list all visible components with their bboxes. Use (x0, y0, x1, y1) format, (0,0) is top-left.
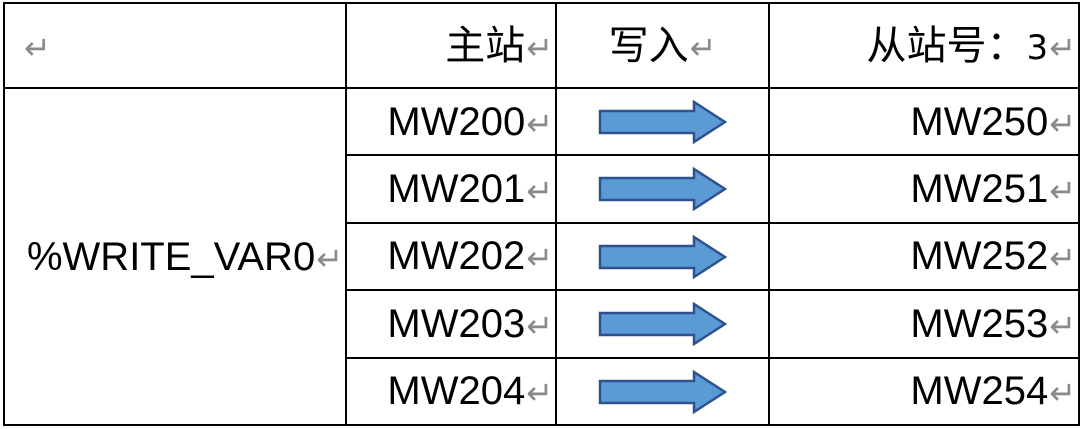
table-row: %WRITE_VAR0↵ MW200↵ MW250↵ (3, 87, 1080, 426)
slave-register: MW253↵ (768, 289, 1080, 359)
slave-register: MW254↵ (768, 356, 1080, 427)
variable-cell: %WRITE_VAR0↵ (3, 87, 347, 426)
table-row: MW204↵ MW254↵ (4, 356, 1080, 427)
header-row: ↵ 主站↵ 写入↵ 从站号：3↵ (3, 1, 1080, 90)
right-arrow-icon (598, 302, 727, 347)
arrow-cell (555, 356, 770, 427)
arrow-cell (555, 221, 770, 292)
paragraph-mark: ↵ (24, 28, 51, 67)
master-register: MW204↵ (345, 356, 557, 427)
table-row: MW202↵ MW252↵ (4, 221, 1080, 292)
master-register: MW202↵ (345, 221, 557, 292)
right-arrow-icon (598, 99, 727, 144)
mapping-table: ↵ 主站↵ 写入↵ 从站号：3↵ %WRITE_VAR0↵ MW200↵ MW2… (3, 1, 1080, 427)
header-master: 主站↵ (345, 1, 557, 90)
paragraph-mark: ↵ (689, 28, 717, 67)
right-arrow-icon (598, 167, 727, 212)
slave-register: MW250↵ (768, 87, 1080, 157)
arrow-cell (555, 154, 770, 224)
paragraph-mark: ↵ (316, 239, 343, 278)
header-slave-number: 从站号：3↵ (768, 1, 1080, 90)
arrow-cell (555, 87, 770, 157)
right-arrow-icon (598, 234, 727, 279)
slave-register: MW251↵ (768, 154, 1080, 224)
table-row: MW201↵ MW251↵ (4, 154, 1080, 224)
arrow-cell (555, 289, 770, 359)
table-row: MW203↵ MW253↵ (4, 289, 1080, 359)
master-register: MW203↵ (345, 289, 557, 359)
paragraph-mark: ↵ (526, 28, 553, 67)
header-cell-empty: ↵ (3, 1, 347, 90)
slave-register: MW252↵ (768, 221, 1080, 292)
master-register: MW200↵ (345, 87, 557, 157)
master-register: MW201↵ (345, 154, 557, 224)
right-arrow-icon (598, 369, 727, 414)
header-write: 写入↵ (555, 1, 770, 90)
paragraph-mark: ↵ (1049, 28, 1076, 67)
